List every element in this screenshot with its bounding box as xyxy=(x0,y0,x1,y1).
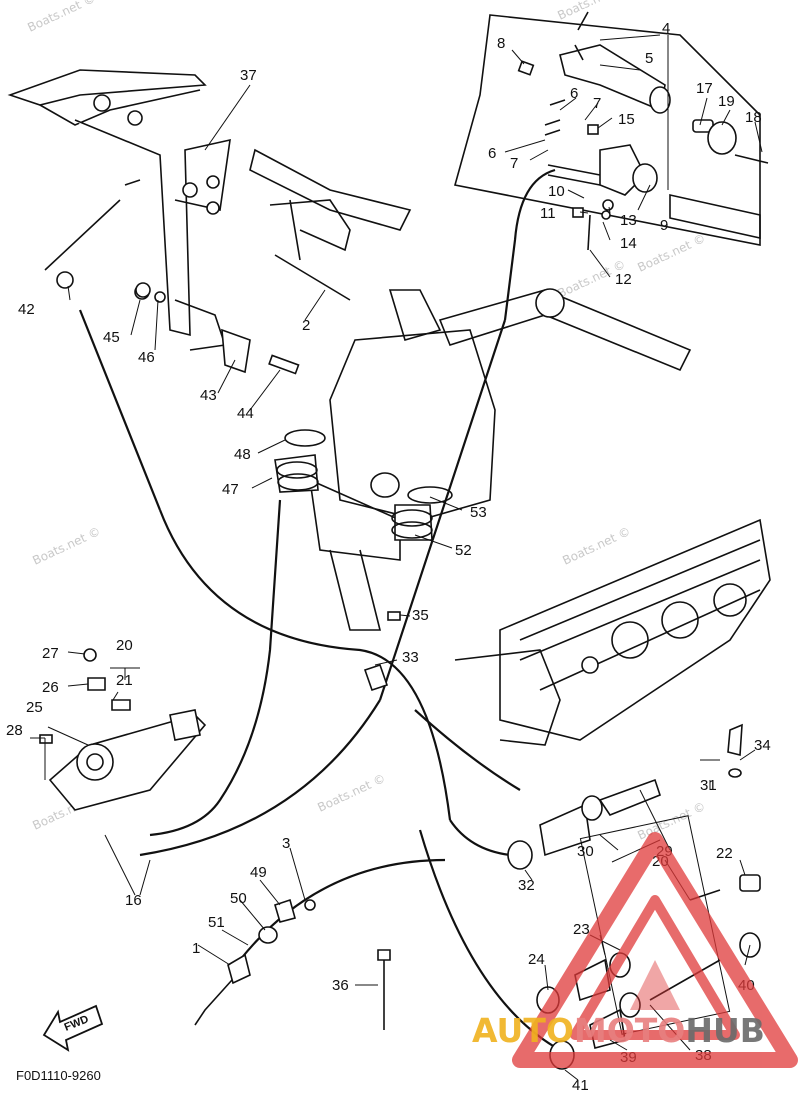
part-label: 6 xyxy=(570,85,578,102)
leader-lines xyxy=(30,34,763,1081)
logo-automotohub: AUTOMOTOHUB xyxy=(472,832,798,1068)
throttle-grip-assembly xyxy=(453,11,769,321)
part-label: 34 xyxy=(754,737,771,754)
part-label: 51 xyxy=(208,914,225,931)
part-label: 9 xyxy=(660,217,668,234)
part-label: 46 xyxy=(138,349,155,366)
part-label: 35 xyxy=(412,607,429,624)
watermark: Boats.net © xyxy=(635,799,707,843)
part-label: 27 xyxy=(42,645,59,662)
diagram-code: F0D1110-9260 xyxy=(16,1068,101,1083)
part-label: 49 xyxy=(250,864,267,881)
part-label: 3 xyxy=(282,835,290,852)
cable-boots xyxy=(274,429,453,541)
part-label: 6 xyxy=(488,145,496,162)
logo-text: AUTOMOTOHUB xyxy=(472,1011,765,1050)
engine-block xyxy=(454,518,771,746)
watermark: Boats.net © xyxy=(560,524,632,568)
part-label: 17 xyxy=(696,80,713,97)
forward-arrow-icon: FWD xyxy=(42,1004,104,1052)
watermark: Boats.net © xyxy=(25,0,97,35)
part-label: 36 xyxy=(332,977,349,994)
part-label: 48 xyxy=(234,446,251,463)
part-label: 4 xyxy=(662,20,670,37)
part-label: 2 xyxy=(302,317,310,334)
part-label: 30 xyxy=(577,843,594,860)
part-label: 37 xyxy=(240,67,257,84)
small-parts xyxy=(56,271,401,1030)
part-label: 11 xyxy=(540,205,556,222)
part-label: 41 xyxy=(572,1077,589,1094)
part-label: 44 xyxy=(237,405,254,422)
part-label: 13 xyxy=(620,212,637,229)
part-label: 18 xyxy=(745,109,762,126)
part-label: 21 xyxy=(116,672,133,689)
part-label: 7 xyxy=(593,95,601,112)
part-label: 5 xyxy=(645,50,653,67)
part-label: 42 xyxy=(18,301,35,318)
logo-suffix: HUB xyxy=(685,1011,765,1050)
watermarks: Boats.net © Boats.net © Boats.net © Boat… xyxy=(25,0,707,843)
part-label: 28 xyxy=(6,722,23,739)
handlebar-steering xyxy=(249,148,692,631)
part-labels: 1 2 3 4 5 6 6 7 7 8 9 10 11 12 13 14 15 … xyxy=(6,20,771,1094)
part-label: 52 xyxy=(455,542,472,559)
watermark: Boats.net © xyxy=(555,0,627,23)
part-label: 14 xyxy=(620,235,637,252)
part-label: 23 xyxy=(573,921,590,938)
logo-triangle-icon xyxy=(512,832,798,1068)
part-label: 47 xyxy=(222,481,239,498)
watermark: Boats.net © xyxy=(315,771,387,815)
part-label: 1 xyxy=(192,940,200,957)
cable-bracket-25 xyxy=(39,648,207,811)
part-label: 12 xyxy=(615,271,632,288)
part-label: 32 xyxy=(518,877,535,894)
part-label: 20 xyxy=(116,637,133,654)
logo-middle: MOTO xyxy=(574,1011,685,1050)
watermark: Boats.net © xyxy=(635,231,707,275)
part-label: 33 xyxy=(402,649,419,666)
part-label: 31 xyxy=(700,777,717,794)
cables xyxy=(78,309,561,1051)
part-label: 53 xyxy=(470,504,487,521)
part-label: 7 xyxy=(510,155,518,172)
part-label: 25 xyxy=(26,699,43,716)
grip-assembly-frame xyxy=(453,14,761,246)
part-label: 50 xyxy=(230,890,247,907)
part-label: 22 xyxy=(716,845,733,862)
part-label: 16 xyxy=(125,892,142,909)
part-label: 24 xyxy=(528,951,545,968)
part-label: 8 xyxy=(497,35,505,52)
part-label: 26 xyxy=(42,679,59,696)
part-label: 10 xyxy=(548,183,565,200)
watermark: Boats.net © xyxy=(30,524,102,568)
part-label: 15 xyxy=(618,111,635,128)
throttle-lever-37 xyxy=(7,69,300,375)
logo-prefix: AUTO xyxy=(472,1011,574,1050)
part-label: 45 xyxy=(103,329,120,346)
part-label: 43 xyxy=(200,387,217,404)
part-label: 19 xyxy=(718,93,735,110)
